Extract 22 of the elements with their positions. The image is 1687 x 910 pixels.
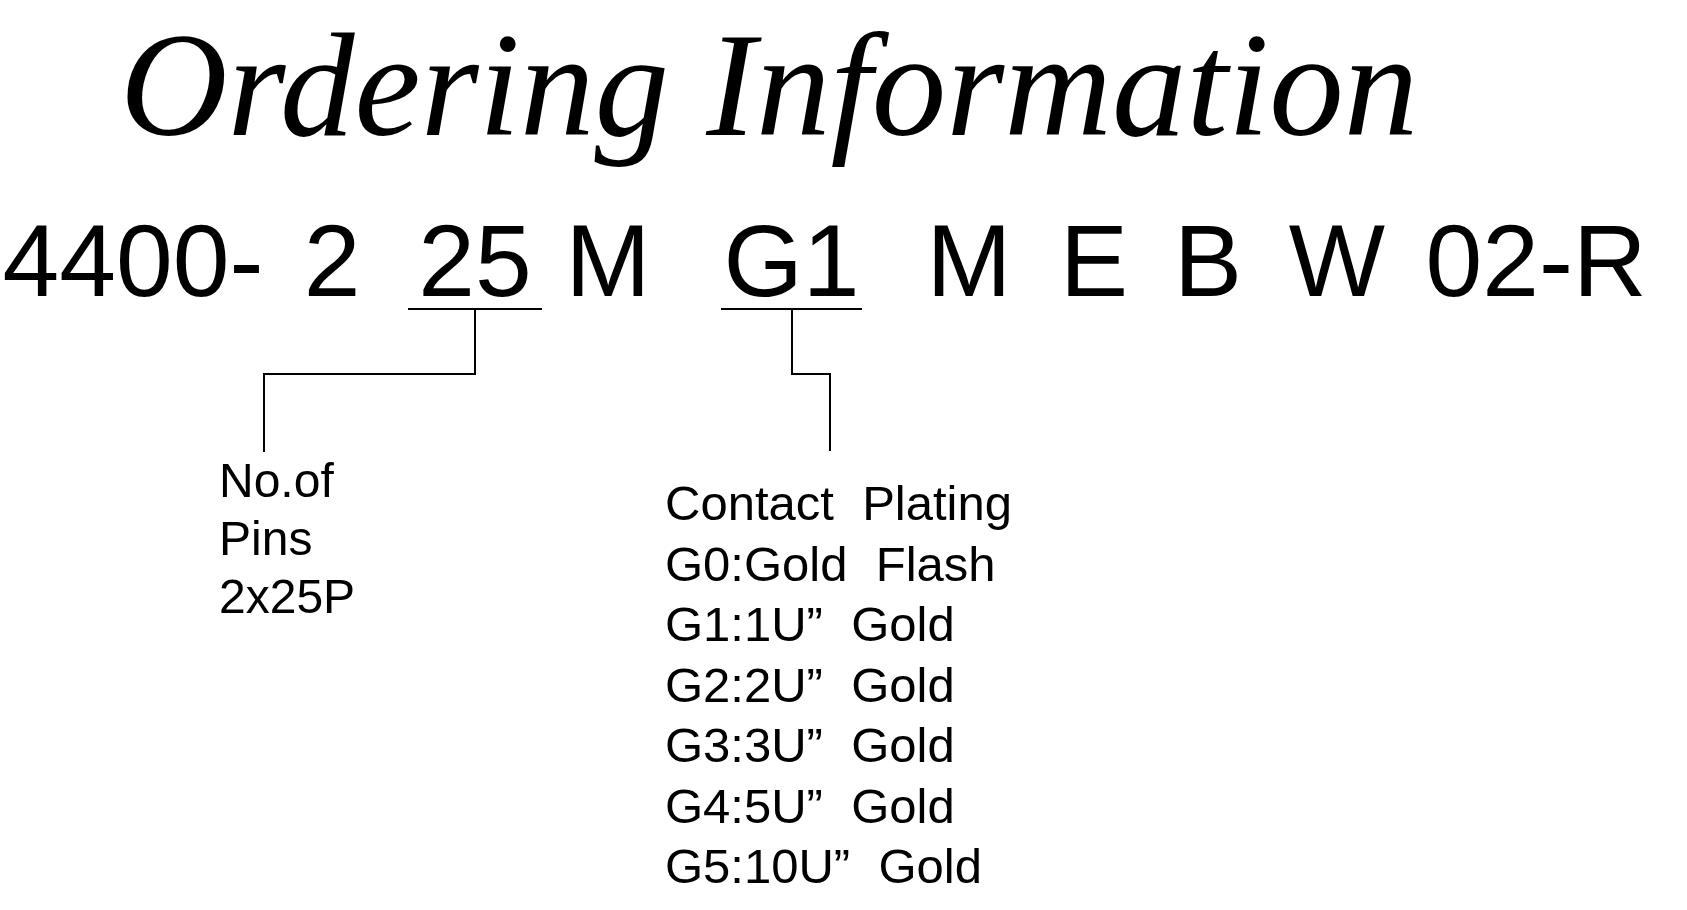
part-code-label: 4400-: [2, 216, 264, 308]
part-code-label: M: [565, 216, 651, 308]
underlined-part-code: 25: [408, 216, 542, 310]
leader-line: [791, 308, 831, 452]
leader-line: [263, 308, 476, 453]
part-code-label: B: [1174, 216, 1242, 308]
option-item: G1:1U” Gold: [665, 596, 956, 653]
part-code-label: 2: [303, 216, 361, 308]
part-code-label: E: [1060, 216, 1128, 308]
part-code-label: M: [926, 216, 1012, 308]
option-item: G3:3U” Gold: [665, 717, 956, 774]
part-code-label: W: [1288, 216, 1386, 308]
callout-value: 2x25P: [219, 569, 357, 625]
part-code-label: 02-R: [1425, 216, 1647, 308]
underlined-part-code: G1: [721, 216, 862, 310]
callout-heading: No.of Pins: [219, 453, 335, 567]
option-item: G4:5U” Gold: [665, 777, 956, 835]
option-heading: Contact Plating: [665, 475, 1012, 532]
option-item: G2:2U” Gold: [665, 656, 956, 714]
title: Ordering Information: [119, 1, 1420, 169]
option-item: G5:10U” Gold: [665, 838, 983, 895]
option-item: G0:Gold Flash: [665, 535, 997, 593]
